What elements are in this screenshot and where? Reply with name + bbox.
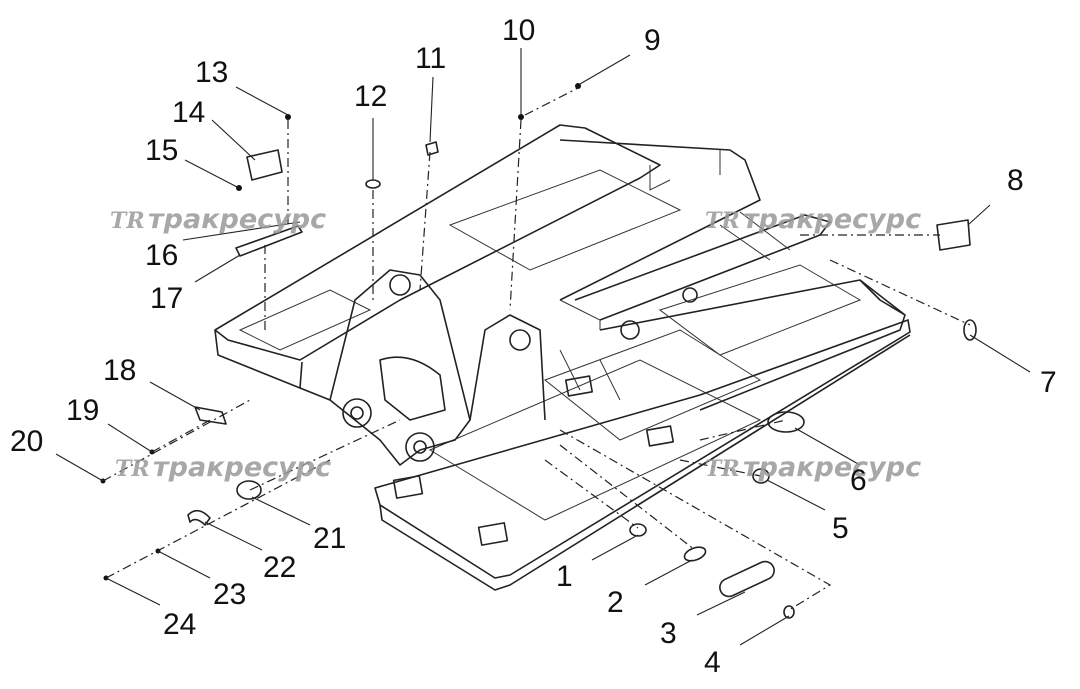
grommet-part-2	[683, 546, 707, 562]
watermark-text: тракресурс	[743, 204, 921, 235]
callout-12: 12	[354, 80, 387, 113]
callout-7: 7	[1040, 366, 1057, 399]
cap-part-4	[783, 605, 795, 619]
callout-6: 6	[850, 464, 867, 497]
plate-part-8	[936, 219, 971, 251]
callout-8: 8	[1007, 164, 1024, 197]
frame-assembly	[214, 124, 911, 591]
grommet-part-7	[963, 319, 977, 341]
callout-23: 23	[213, 578, 246, 611]
callout-2: 2	[607, 586, 624, 619]
watermark-text: тракресурс	[148, 204, 326, 235]
bolt-part-11	[425, 141, 439, 156]
callout-10: 10	[502, 14, 535, 47]
clip-part-18	[194, 406, 227, 425]
watermark-logo: TR	[115, 456, 150, 482]
callout-16: 16	[145, 239, 178, 272]
plate-part-14	[246, 149, 283, 181]
assembly-lines	[102, 87, 971, 611]
plug-part-5	[752, 468, 770, 484]
callout-11: 11	[415, 42, 446, 75]
callout-24: 24	[163, 608, 196, 641]
watermark-text: тракресурс	[743, 452, 921, 483]
watermark-text: тракресурс	[153, 452, 331, 483]
callout-18: 18	[103, 354, 136, 387]
callout-15: 15	[145, 134, 178, 167]
callout-13: 13	[195, 56, 228, 89]
callout-14: 14	[172, 96, 205, 129]
clamp-part-22	[187, 509, 211, 526]
clamp-part-21	[236, 480, 262, 500]
callout-19: 19	[66, 394, 99, 427]
callout-3: 3	[660, 617, 677, 650]
watermarks: TR тракресурс TR тракресурс TR тракресур…	[110, 204, 921, 483]
leader-lines	[55, 48, 1031, 646]
plug-part-6	[767, 411, 805, 433]
watermark-logo: TR	[705, 456, 740, 482]
bolt-part-9	[575, 83, 581, 89]
grommet-part-3	[719, 560, 775, 598]
watermark-logo: TR	[110, 208, 145, 234]
bracket-part-17	[235, 225, 303, 257]
callout-9: 9	[644, 24, 661, 57]
callout-1: 1	[556, 560, 573, 593]
callout-20: 20	[10, 425, 43, 458]
callout-labels: 1 2 3 4 5 6 7 8 9 10 11 12 13 14 15 16 1…	[10, 14, 1057, 679]
callout-17: 17	[150, 282, 183, 315]
callout-21: 21	[313, 522, 346, 555]
callout-22: 22	[263, 551, 296, 584]
nut-part-10	[518, 114, 524, 120]
bolt-part-13	[285, 114, 291, 120]
callout-4: 4	[704, 646, 721, 679]
plug-part-1	[629, 523, 647, 537]
washer-part-12	[365, 179, 381, 189]
watermark-logo: TR	[705, 208, 740, 234]
callout-5: 5	[832, 512, 849, 545]
